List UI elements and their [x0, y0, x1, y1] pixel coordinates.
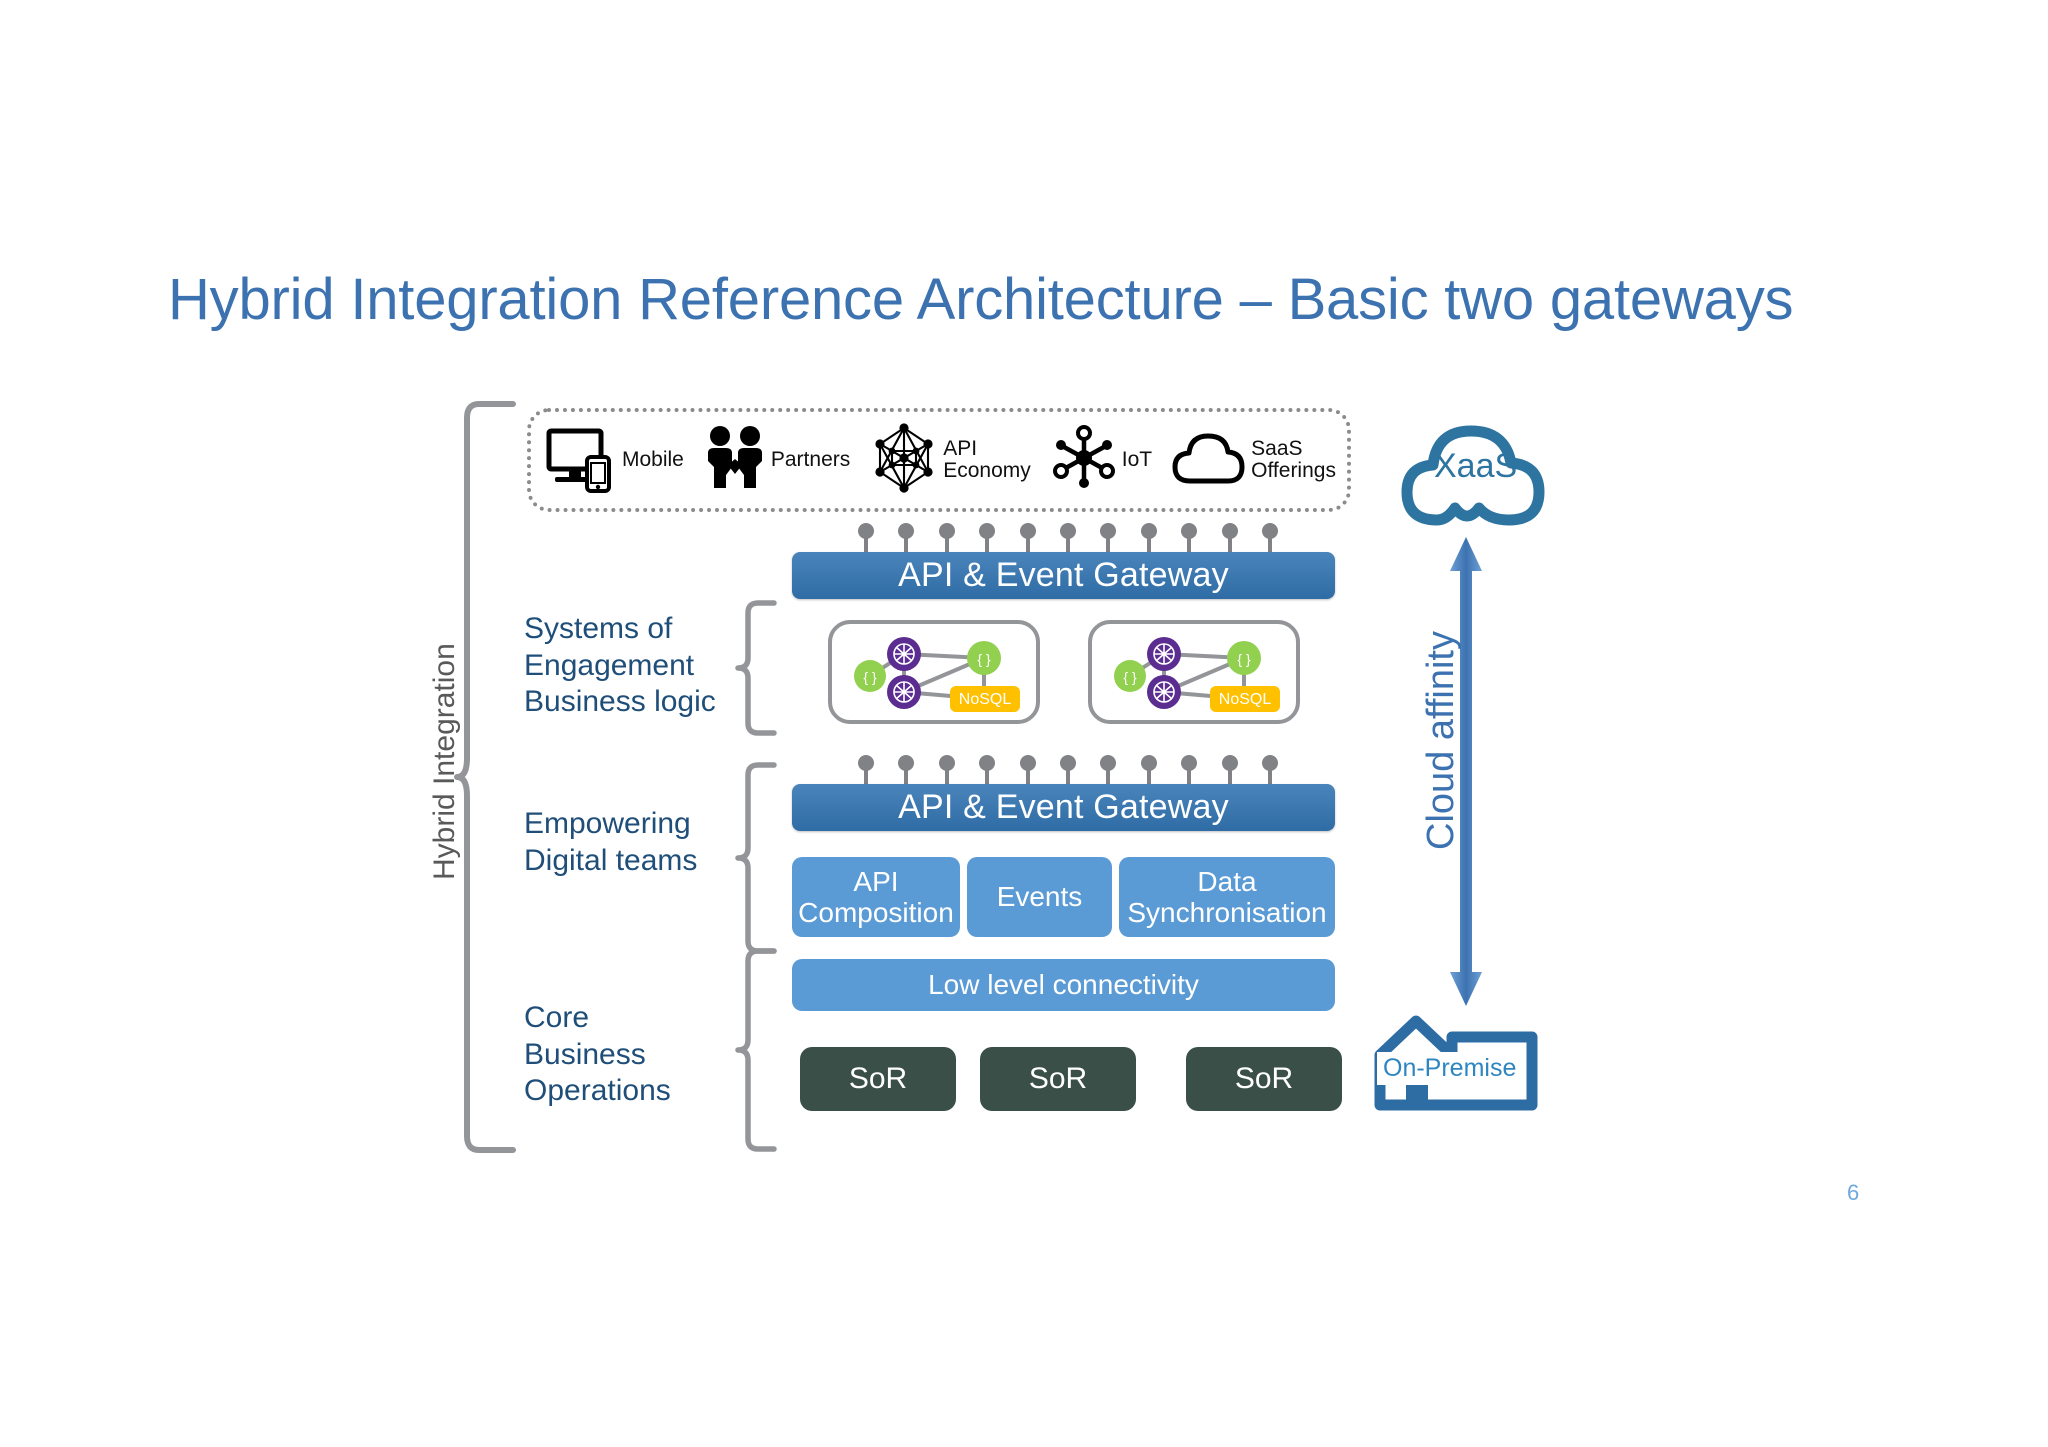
nosql-label: NoSQL: [959, 691, 1012, 708]
svg-text:{ }: { }: [1237, 651, 1251, 667]
capability-api-composition[interactable]: API Composition: [792, 857, 960, 937]
channel-mobile[interactable]: Mobile: [545, 421, 684, 500]
channel-label: IoT: [1121, 447, 1153, 471]
tier-label-core-business-operations: Core Business Operations: [524, 1001, 671, 1108]
network-mesh-icon: [868, 422, 940, 499]
xaas-cloud-icon[interactable]: [1393, 415, 1553, 540]
monitor-phone-icon: [545, 421, 619, 500]
channel-label: API Economy: [943, 436, 1031, 482]
cloud-outline-icon: [1170, 425, 1248, 496]
cloud-affinity-label: Cloud affinity: [1420, 631, 1462, 850]
svg-text:{ }: { }: [977, 651, 991, 667]
page-number: 6: [1847, 1180, 1860, 1205]
channel-label: Mobile: [622, 447, 684, 471]
channel-iot[interactable]: IoT: [1049, 423, 1152, 498]
tier-label-empowering-digital-teams: Empowering Digital teams: [524, 807, 698, 877]
xaas-label: XaaS: [1434, 447, 1518, 485]
handshake-people-icon: [702, 423, 768, 498]
channels-container: Mobile Partners: [527, 408, 1351, 512]
channels-row: Mobile Partners: [531, 412, 1347, 508]
capability-events[interactable]: Events: [967, 857, 1112, 937]
hybrid-integration-label: Hybrid Integration: [428, 643, 461, 880]
iot-hub-icon: [1049, 423, 1119, 498]
channel-label: Partners: [770, 447, 851, 471]
channel-saas-offerings[interactable]: SaaS Offerings: [1170, 425, 1336, 496]
cloud-affinity-arrow: [1450, 537, 1482, 1006]
channel-label: SaaS Offerings: [1251, 436, 1336, 482]
cluster-graph: NoSQL { } { }: [854, 637, 1020, 712]
hybrid-integration-bracket: [454, 401, 516, 1153]
microservice-cluster[interactable]: NoSQL { } { }: [1088, 620, 1300, 724]
channel-partners[interactable]: Partners: [702, 423, 850, 498]
nosql-label: NoSQL: [1219, 691, 1272, 708]
tier-bracket-engagement: [735, 600, 777, 736]
capability-data-synchronisation[interactable]: Data Synchronisation: [1119, 857, 1335, 937]
on-premise-label: On-Premise: [1377, 1052, 1523, 1085]
low-level-connectivity-box[interactable]: Low level connectivity: [792, 959, 1335, 1011]
tier-label-systems-of-engagement: Systems of Engagement Business logic: [524, 612, 716, 719]
microservice-cluster[interactable]: NoSQL { } { }: [828, 620, 1040, 724]
api-event-gateway-top[interactable]: API & Event Gateway: [792, 552, 1335, 599]
page-title: Hybrid Integration Reference Architectur…: [168, 267, 1794, 332]
svg-text:{ }: { }: [863, 669, 877, 685]
sor-box[interactable]: SoR: [1186, 1047, 1342, 1111]
sor-box[interactable]: SoR: [980, 1047, 1136, 1111]
tier-bracket-core-business: [735, 948, 777, 1152]
api-event-gateway-bottom[interactable]: API & Event Gateway: [792, 784, 1335, 831]
tier-bracket-empowering: [735, 762, 777, 954]
cluster-graph: NoSQL { } { }: [1114, 637, 1280, 712]
sor-box[interactable]: SoR: [800, 1047, 956, 1111]
svg-text:{ }: { }: [1123, 669, 1137, 685]
channel-api-economy[interactable]: API Economy: [868, 422, 1031, 499]
